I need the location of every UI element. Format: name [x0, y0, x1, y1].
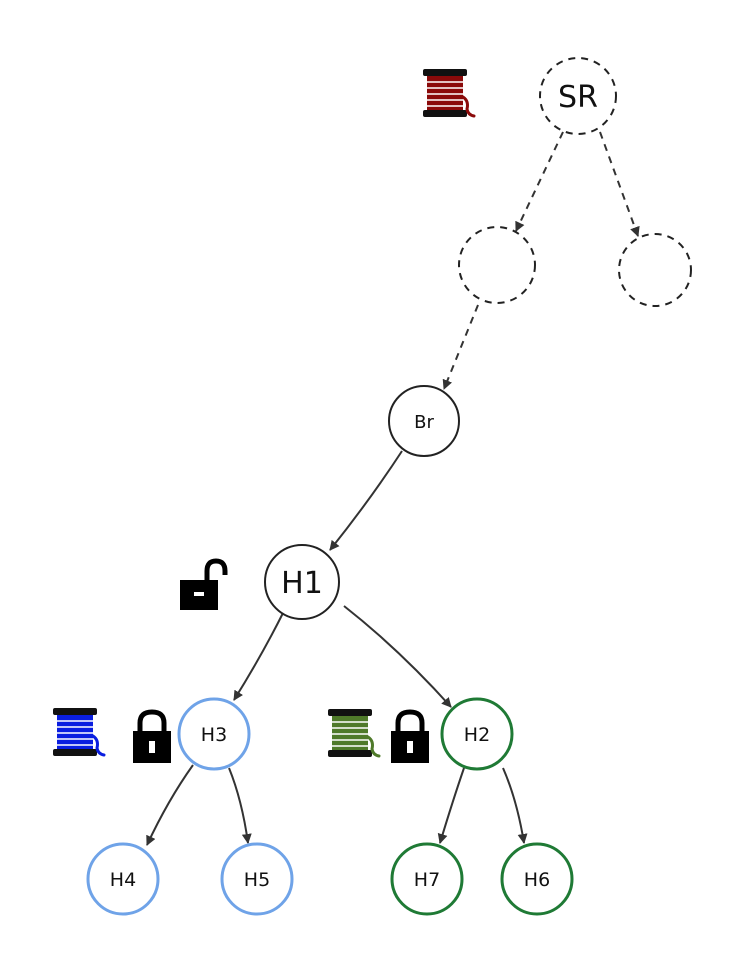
node-h3: H3	[177, 697, 251, 771]
node-sr-label: SR	[558, 80, 598, 115]
node-br-label: Br	[414, 412, 434, 433]
nodes: SR Br H1 H3 H2 H4 H5	[86, 57, 692, 916]
edge-h2-to-h6	[502, 767, 528, 844]
node-h3-label: H3	[201, 724, 227, 746]
thread-spool-icon	[328, 709, 381, 758]
node-h2: H2	[440, 697, 514, 771]
node-h6: H6	[500, 842, 574, 916]
unlocked-padlock-icon	[180, 558, 228, 610]
edge-h1-to-h2	[343, 605, 452, 708]
node-br: Br	[388, 385, 460, 457]
node-anon-left	[458, 226, 536, 304]
node-h6-label: H6	[524, 869, 550, 891]
thread-spool-icon	[53, 708, 106, 757]
node-sr: SR	[539, 57, 617, 135]
edge-sr-to-right	[599, 131, 640, 237]
icons	[53, 69, 476, 763]
node-h4: H4	[86, 842, 160, 916]
edge-h3-to-h4	[146, 764, 194, 846]
edge-left-to-br	[442, 304, 479, 390]
locked-padlock-icon	[391, 709, 429, 763]
edges	[146, 131, 640, 846]
thread-spool-icon	[423, 69, 476, 118]
edge-h3-to-h5	[228, 767, 252, 844]
node-h5: H5	[220, 842, 294, 916]
node-h5-label: H5	[244, 869, 270, 891]
node-h1: H1	[264, 544, 340, 620]
node-h2-label: H2	[464, 724, 490, 746]
edge-h1-to-h3	[233, 612, 284, 701]
edge-sr-to-left	[515, 131, 564, 232]
edge-h2-to-h7	[437, 767, 465, 844]
node-h4-label: H4	[110, 869, 136, 891]
edge-br-to-h1	[329, 450, 403, 551]
node-h7-label: H7	[414, 869, 440, 891]
node-anon-right	[618, 233, 692, 307]
locked-padlock-icon	[133, 709, 171, 763]
node-h1-label: H1	[281, 566, 323, 601]
node-h7: H7	[390, 842, 464, 916]
